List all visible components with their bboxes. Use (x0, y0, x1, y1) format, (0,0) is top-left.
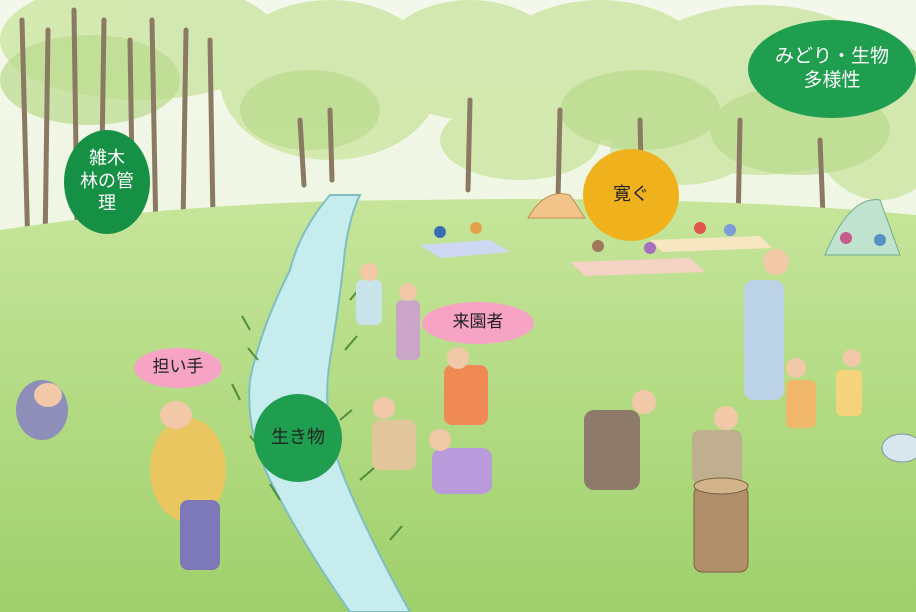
stream (248, 194, 412, 612)
relax-label: 寛ぐ (583, 149, 679, 241)
visitors-label: 来園者 (422, 302, 534, 344)
people (16, 222, 916, 573)
stream-grass (231, 287, 403, 541)
biodiversity-label: みどり・生物 多様性 (748, 20, 916, 118)
creatures-label: 生き物 (254, 394, 342, 482)
bearers-label: 担い手 (134, 348, 222, 388)
coppice-management-label: 雑木 林の管 理 (64, 130, 150, 234)
picnic-blankets (420, 236, 772, 276)
